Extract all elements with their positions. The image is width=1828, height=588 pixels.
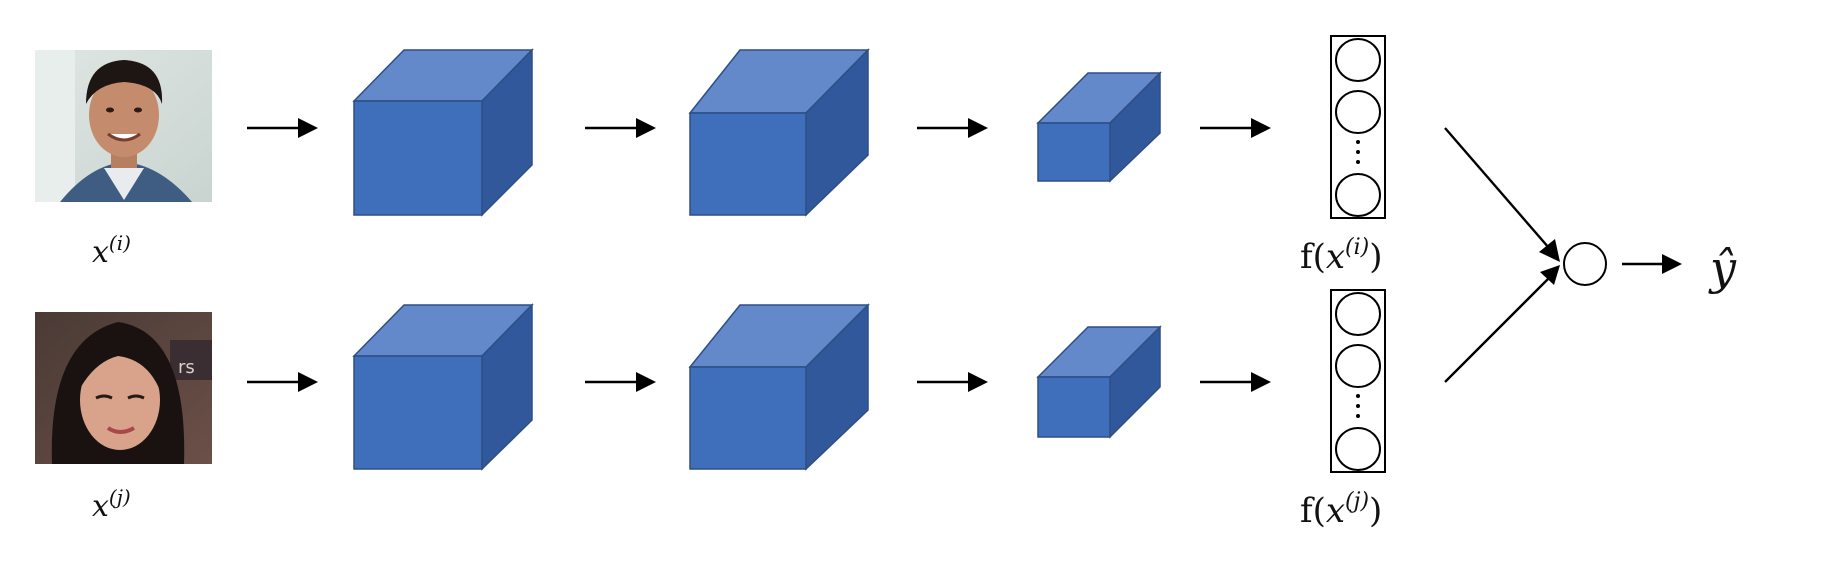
encoding-vector-j: [1330, 289, 1386, 473]
conv-layer-cube: [688, 48, 870, 217]
output-node: [1563, 242, 1607, 286]
pool-layer-box: [1036, 71, 1162, 183]
input-label-i: x(i): [92, 231, 131, 270]
encoding-vector-i: [1330, 35, 1386, 219]
encoding-label-i: f(x(i)): [1300, 235, 1383, 277]
merge-arrows: [1444, 127, 1560, 383]
output-label: ŷ: [1708, 241, 1737, 295]
input-photo-j: rs: [35, 312, 212, 464]
pool-layer-box: [1036, 325, 1162, 439]
encoding-label-j: f(x(j)): [1300, 489, 1382, 531]
output-arrow: [1622, 254, 1682, 274]
input-photo-i: [35, 50, 212, 202]
conv-layer-cube: [352, 303, 534, 471]
flow-arrows: [247, 118, 1271, 392]
conv-layer-cube: [352, 48, 534, 217]
input-label-j: x(j): [92, 485, 131, 524]
conv-layer-cube: [688, 303, 870, 471]
svg-text:rs: rs: [178, 357, 195, 378]
